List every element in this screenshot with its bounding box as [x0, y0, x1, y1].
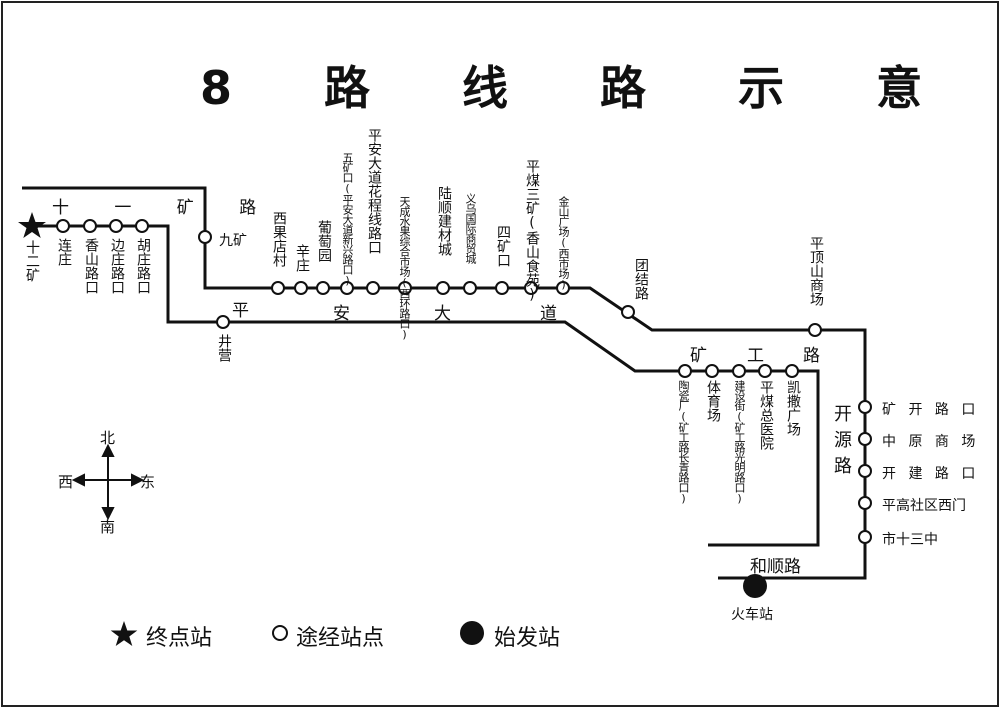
legend-terminal-label: 终点站 [146, 626, 213, 651]
legend-star-icon [110, 621, 138, 646]
station-label-tuanjie: 团结路 [633, 258, 649, 300]
road-label-heshun: 和顺路 [750, 557, 801, 577]
station-label-pingmei3: 平煤三矿(香山食苑) [524, 159, 540, 303]
station-label-kaisa: 凯撒广场 [785, 380, 801, 436]
stop-huacheng[interactable] [366, 281, 380, 295]
legend-circle-icon [272, 625, 288, 641]
station-label-sikuang: 四矿口 [495, 225, 511, 267]
station-label-putaoyuan: 葡萄园 [316, 220, 332, 262]
legend-terminal: 终点站 [146, 620, 212, 652]
legend-via: 途经站点 [296, 620, 384, 652]
stop-yiwu[interactable] [463, 281, 477, 295]
station-label-xiguo: 西果店村 [271, 211, 287, 267]
station-label-lianzhuang: 连庄 [56, 238, 72, 266]
legend-via-label: 途经站点 [296, 626, 385, 651]
road-label-dao: 道 [540, 304, 557, 324]
station-label-kuangkai: 矿 开 路 口 [882, 402, 980, 418]
route-line-lower [30, 224, 820, 547]
origin-dot-icon[interactable] [743, 574, 767, 598]
station-label-jiukuang: 九矿 [219, 233, 247, 249]
legend-origin: 始发站 [494, 620, 560, 652]
stop-huzhuang[interactable] [135, 219, 149, 233]
station-label-jingying: 井营 [216, 334, 232, 362]
road-label-an: 安 [333, 304, 350, 324]
road-label-kaiyuan: 开源路 [831, 404, 852, 482]
road-label-kuang: 矿 [690, 346, 707, 366]
station-label-shi-er-kuang: 十二矿 [24, 240, 40, 282]
stop-taoci[interactable] [678, 364, 692, 378]
stop-jingying[interactable] [216, 315, 230, 329]
station-label-yiwu: 义乌国际商贸城 [464, 193, 477, 263]
stop-lushun[interactable] [436, 281, 450, 295]
road-label-r11: 十 一 矿 路 [52, 198, 277, 218]
station-label-taoci: 陶瓷厂(矿工路长青路口) [677, 380, 690, 504]
station-label-jinshan: 金山广场(西市场) [557, 196, 570, 290]
station-label-huzhuang: 胡庄路口 [135, 238, 151, 294]
road-label-ping: 平 [232, 301, 249, 321]
station-label-huochezhan: 火车站 [731, 607, 773, 623]
station-label-xiangshan: 香山路口 [83, 238, 99, 294]
stop-tuanjie[interactable] [621, 305, 635, 319]
station-label-tiyuchang: 体育场 [705, 380, 721, 422]
stop-bianzhuang[interactable] [109, 219, 123, 233]
stop-jianshe[interactable] [732, 364, 746, 378]
stop-jinshan[interactable] [556, 281, 570, 295]
stop-pds[interactable] [808, 323, 822, 337]
station-label-pingmei-yy: 平煤总医院 [758, 380, 774, 450]
stop-putaoyuan[interactable] [316, 281, 330, 295]
station-label-huacheng: 平安大道花程线路口 [366, 128, 382, 254]
stop-shi13[interactable] [858, 530, 872, 544]
legend-origin-label: 始发站 [494, 626, 561, 651]
compass-south-label: 南 [100, 518, 116, 536]
station-label-zhongyuan: 中 原 商 场 [882, 434, 980, 450]
stop-kaijian[interactable] [858, 464, 872, 478]
compass-west-label: 西 [58, 473, 74, 491]
stop-pingmei3[interactable] [524, 281, 538, 295]
road-label-lu: 路 [803, 346, 820, 366]
stop-pinggao[interactable] [858, 496, 872, 510]
road-label-da: 大 [434, 304, 451, 324]
terminal-star-icon[interactable] [18, 212, 46, 238]
road-label-gong: 工 [747, 346, 764, 366]
stop-kuangkai[interactable] [858, 400, 872, 414]
stop-tiyuchang[interactable] [705, 364, 719, 378]
map-title: 8 路 线 路 示 意 图 [200, 61, 1000, 115]
station-label-pds: 平顶山商场 [808, 236, 824, 306]
compass-icon [71, 443, 145, 521]
stop-lianzhuang[interactable] [56, 219, 70, 233]
legend-dot-icon [460, 621, 484, 645]
stop-pingmei-yy[interactable] [758, 364, 772, 378]
stop-wukuang[interactable] [340, 281, 354, 295]
stop-jiukuang[interactable] [198, 230, 212, 244]
stop-xiangshan[interactable] [83, 219, 97, 233]
station-label-shi13: 市十三中 [882, 532, 938, 548]
stop-xiguo[interactable] [271, 281, 285, 295]
stop-xinzhuang[interactable] [294, 281, 308, 295]
stop-tiancheng[interactable] [398, 281, 412, 295]
station-label-lushun: 陆顺建材城 [436, 186, 452, 256]
station-label-kaijian: 开 建 路 口 [882, 466, 980, 482]
stop-kaisa[interactable] [785, 364, 799, 378]
station-label-tiancheng: 天成水果综合市场(西环路口) [398, 196, 411, 340]
stop-sikuang[interactable] [495, 281, 509, 295]
station-label-wukuang: 五矿口(平安大道新兴路口) [341, 152, 354, 286]
station-label-xinzhuang: 辛庄 [294, 244, 310, 272]
station-label-bianzhuang: 边庄路口 [109, 238, 125, 294]
station-label-jianshe: 建设街(矿工路光明路口) [733, 380, 746, 504]
station-label-pinggao: 平高社区西门 [882, 498, 966, 514]
stop-zhongyuan[interactable] [858, 432, 872, 446]
compass-east-label: 东 [140, 473, 156, 491]
compass-north-label: 北 [100, 429, 116, 447]
